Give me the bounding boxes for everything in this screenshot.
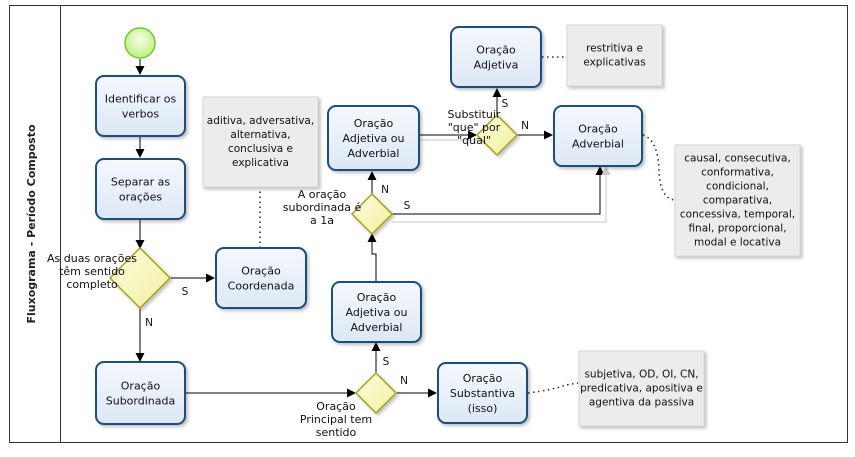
gateway-subordinada_1a-line: a 1a	[310, 214, 334, 227]
task-adj_adv_upper-line: Adverbial	[348, 147, 400, 160]
task-identificar-line: Identificar os	[105, 93, 177, 106]
task-separar[interactable]: Separar as orações	[95, 158, 186, 220]
task-coordenada-line: Coordenada	[228, 280, 295, 293]
annotation-coordenadas: aditiva, adversativa, alternativa, conclus…	[202, 96, 319, 188]
gateway-subordinada_1a-line: subordinada é	[283, 201, 362, 214]
assoc-adverbial	[642, 134, 677, 201]
annotation-adjetivas-line: restritiva e	[586, 43, 643, 55]
annotation-substantivas-line: subjetiva, OD, OI, CN,	[584, 369, 698, 381]
associations	[259, 56, 677, 394]
task-adj_adv_lower-line: Oração	[357, 291, 397, 304]
task-subordinada-line: Subordinada	[106, 395, 175, 408]
annotation-adverbiais-line: modal e locativa	[694, 237, 781, 249]
task-adj_adv_upper-line: Oração	[354, 117, 394, 130]
task-substantiva-line: (isso)	[468, 402, 498, 415]
task-adj_adv_upper-line: Adjetiva ou	[343, 132, 405, 145]
annotation-adverbiais-line: final, proporcional,	[688, 223, 786, 235]
task-adverbial-line: Oração	[578, 123, 618, 136]
task-coordenada-line: Oração	[241, 265, 281, 278]
gateway-subordinada_1a-line: A oração	[298, 188, 347, 201]
label-n-substantiva: N	[400, 375, 408, 387]
annotation-coordenadas-line: explicativa	[232, 157, 289, 169]
task-adj_adv_lower-line: Adverbial	[351, 321, 403, 334]
pool-label: Fluxograma - Período Composto	[25, 124, 38, 323]
task-adj_adv_lower-line: Adjetiva ou	[346, 306, 408, 319]
annotation-coordenadas-line: alternativa,	[230, 129, 290, 141]
gateway-substituir-line: "que" por	[448, 121, 501, 134]
annotation-substantivas-line: predicativa, apositiva e	[580, 383, 703, 395]
annotation-coordenadas-line: aditiva, adversativa,	[207, 115, 314, 127]
annotation-adjetivas-line: explicativas	[583, 57, 645, 69]
annotation-adverbiais-line: causal, consecutiva,	[684, 153, 791, 165]
gateway-principal_sentido-line: sentido	[316, 426, 357, 439]
task-adverbial-line: Adverbial	[572, 138, 624, 151]
task-adjetiva-line: Adjetiva	[474, 59, 519, 72]
gateway-sentido_completo-line: As duas orações	[47, 252, 137, 265]
gateway-principal_sentido-line: Oração	[316, 400, 356, 413]
annotation-adverbiais: causal, consecutiva, conformativa, condici…	[674, 144, 801, 257]
gateway-substituir[interactable]: Substituir"que" por"qual"	[448, 108, 519, 157]
label-s-adjadv: S	[383, 356, 390, 368]
annotation-adverbiais-line: comparativa,	[703, 195, 772, 207]
annotation-adverbiais-line: condicional,	[706, 181, 769, 193]
task-adjetiva-line: Oração	[476, 44, 516, 57]
faint-flows	[392, 139, 611, 223]
task-identificar-line: verbos	[122, 108, 160, 121]
label-s-adjetiva: S	[502, 98, 509, 110]
label-n-adverbial: N	[521, 120, 529, 132]
gateway-substituir-line: "qual"	[457, 134, 491, 147]
label-n-adjadv: N	[381, 184, 389, 196]
gateway-sentido_completo-line: têm sentido	[59, 265, 125, 278]
flow-adjadv-gw3	[367, 233, 377, 281]
task-substantiva-line: Substantiva	[450, 387, 515, 400]
label-s-adverbial: S	[404, 200, 411, 212]
task-substantiva-line: Oração	[463, 372, 503, 385]
start-event[interactable]	[124, 27, 156, 59]
task-subordinada-line: Oração	[121, 380, 161, 393]
sequence-flows	[135, 59, 605, 398]
label-n-subordinada: N	[145, 317, 153, 329]
gateway-sentido_completo-line: completo	[66, 278, 118, 291]
annotation-adverbiais-line: conformativa,	[701, 167, 774, 179]
gateway-principal_sentido-line: Principal tem	[300, 413, 372, 426]
annotation-coordenadas-line: conclusiva e	[228, 143, 293, 155]
annotation-substantivas-line: agentiva da passiva	[589, 397, 694, 409]
annotation-substantivas: subjetiva, OD, OI, CN, predicativa, aposi…	[578, 350, 705, 427]
label-s-coordenada: S	[182, 286, 189, 298]
task-separar-line: orações	[119, 191, 163, 204]
annotation-adjetivas: restritiva e explicativas	[566, 24, 663, 87]
task-separar-line: Separar as	[111, 176, 170, 189]
annotation-adverbiais-line: concessiva, temporal,	[680, 209, 795, 221]
gateway-substituir-line: Substituir	[448, 108, 501, 121]
task-identificar[interactable]: Identificar os verbos	[95, 75, 186, 137]
flow-gw3-adverbial	[392, 166, 605, 215]
